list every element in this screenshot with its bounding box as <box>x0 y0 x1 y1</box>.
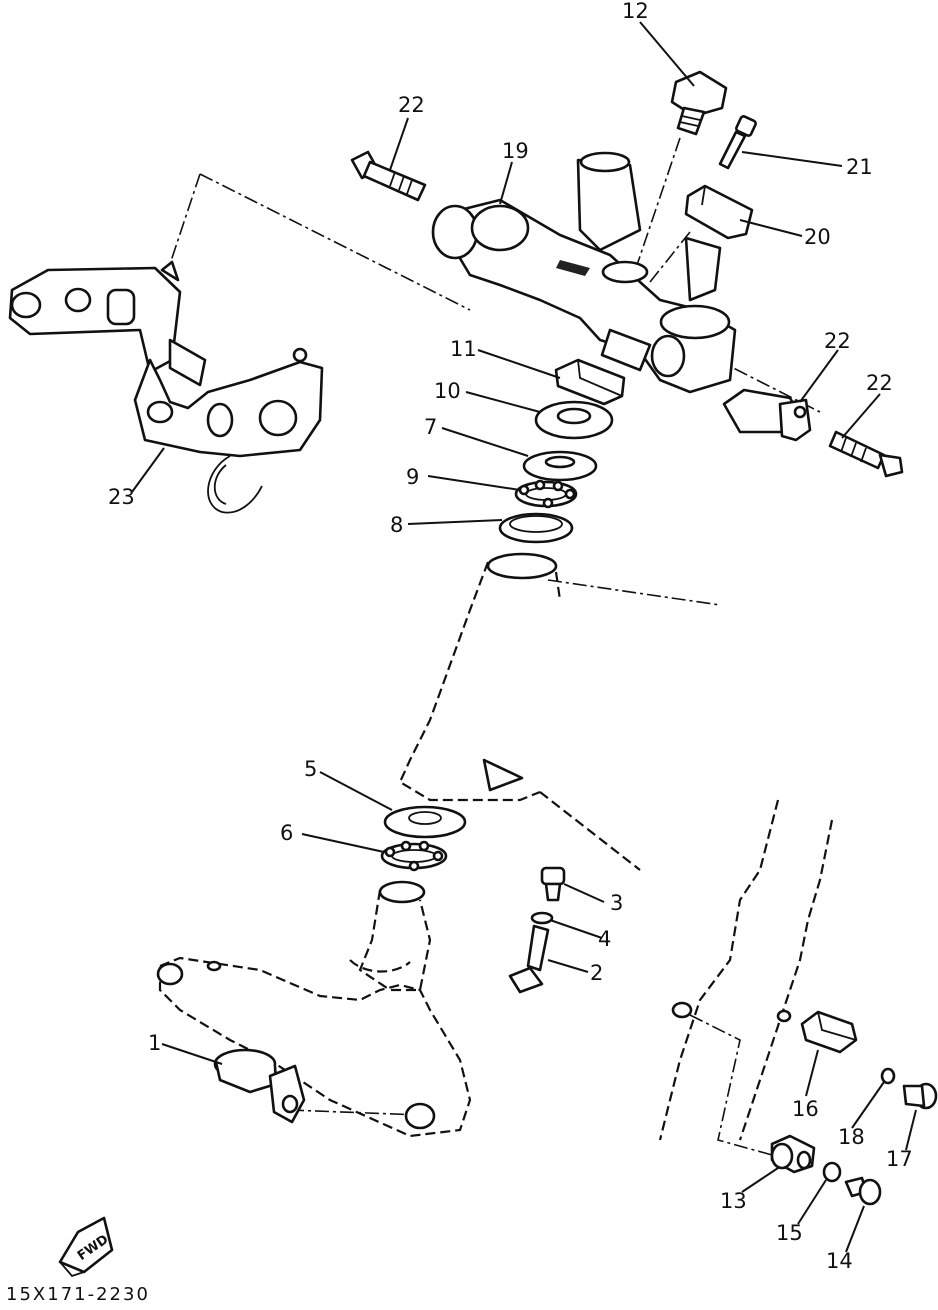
callout-12: 12 <box>622 0 649 23</box>
callout-3: 3 <box>610 891 623 915</box>
upper-bracket-19 <box>431 151 737 394</box>
callout-7: 7 <box>424 415 437 439</box>
fork-tube <box>658 799 834 1141</box>
callout-22-upper: 22 <box>398 93 425 117</box>
flange-bolt-12 <box>670 70 728 136</box>
callout-20: 20 <box>804 225 831 249</box>
bolt-17 <box>902 1082 938 1110</box>
bracket-assembly-24 <box>8 260 324 514</box>
washer-4 <box>530 911 554 925</box>
callout-15: 15 <box>776 1221 803 1245</box>
cable-holder-16 <box>671 1001 858 1054</box>
callout-23: 22 <box>824 329 851 353</box>
lower-bracket <box>156 880 472 1138</box>
callout-11: 11 <box>450 337 477 361</box>
ball-bearing-6 <box>380 840 448 872</box>
ball-bearing-9 <box>514 479 578 509</box>
callout-14: 14 <box>826 1249 853 1273</box>
fwd-arrow-icon: FWD <box>58 1216 114 1278</box>
callout-4: 4 <box>598 927 611 951</box>
bearing-race-5 <box>383 805 467 839</box>
washer-10 <box>534 400 614 440</box>
callout-labels: 12 22 19 21 20 11 10 7 9 8 22 22 23 5 6 … <box>108 0 913 1273</box>
callout-5: 5 <box>304 757 317 781</box>
bolt-22-right <box>828 430 904 478</box>
guide-lines <box>167 137 821 1161</box>
clamp-13 <box>770 1134 816 1174</box>
callout-18: 18 <box>838 1125 865 1149</box>
callout-2: 2 <box>590 961 603 985</box>
washer-15 <box>822 1161 842 1183</box>
bolt-14 <box>844 1176 882 1206</box>
callout-8: 8 <box>390 513 403 537</box>
callout-21: 21 <box>846 155 873 179</box>
bolt-21 <box>718 115 757 170</box>
clamp-1 <box>213 1048 306 1124</box>
screw-3 <box>540 866 566 902</box>
callout-17: 17 <box>886 1147 913 1171</box>
callout-1: 1 <box>148 1031 161 1055</box>
bolt-22-upper <box>350 150 427 202</box>
callout-22-right: 22 <box>866 371 893 395</box>
holder-23 <box>722 388 812 442</box>
callout-24: 23 <box>108 485 135 509</box>
leader-lines <box>131 21 917 1253</box>
callout-19: 19 <box>502 139 529 163</box>
callout-6: 6 <box>280 821 293 845</box>
bearing-race-8 <box>498 512 574 544</box>
drawing-code: 15X171-2230 <box>6 1284 150 1305</box>
callout-16: 16 <box>792 1097 819 1121</box>
washer-18 <box>880 1067 896 1085</box>
clamp-block-20 <box>684 184 754 240</box>
bearing-race-7 <box>522 450 598 482</box>
stopper-plate-2 <box>508 924 550 994</box>
callout-10: 10 <box>434 379 461 403</box>
callout-9: 9 <box>406 465 419 489</box>
callout-13: 13 <box>720 1189 747 1213</box>
steering-head-pipe <box>398 552 641 871</box>
nut-11 <box>554 358 626 406</box>
